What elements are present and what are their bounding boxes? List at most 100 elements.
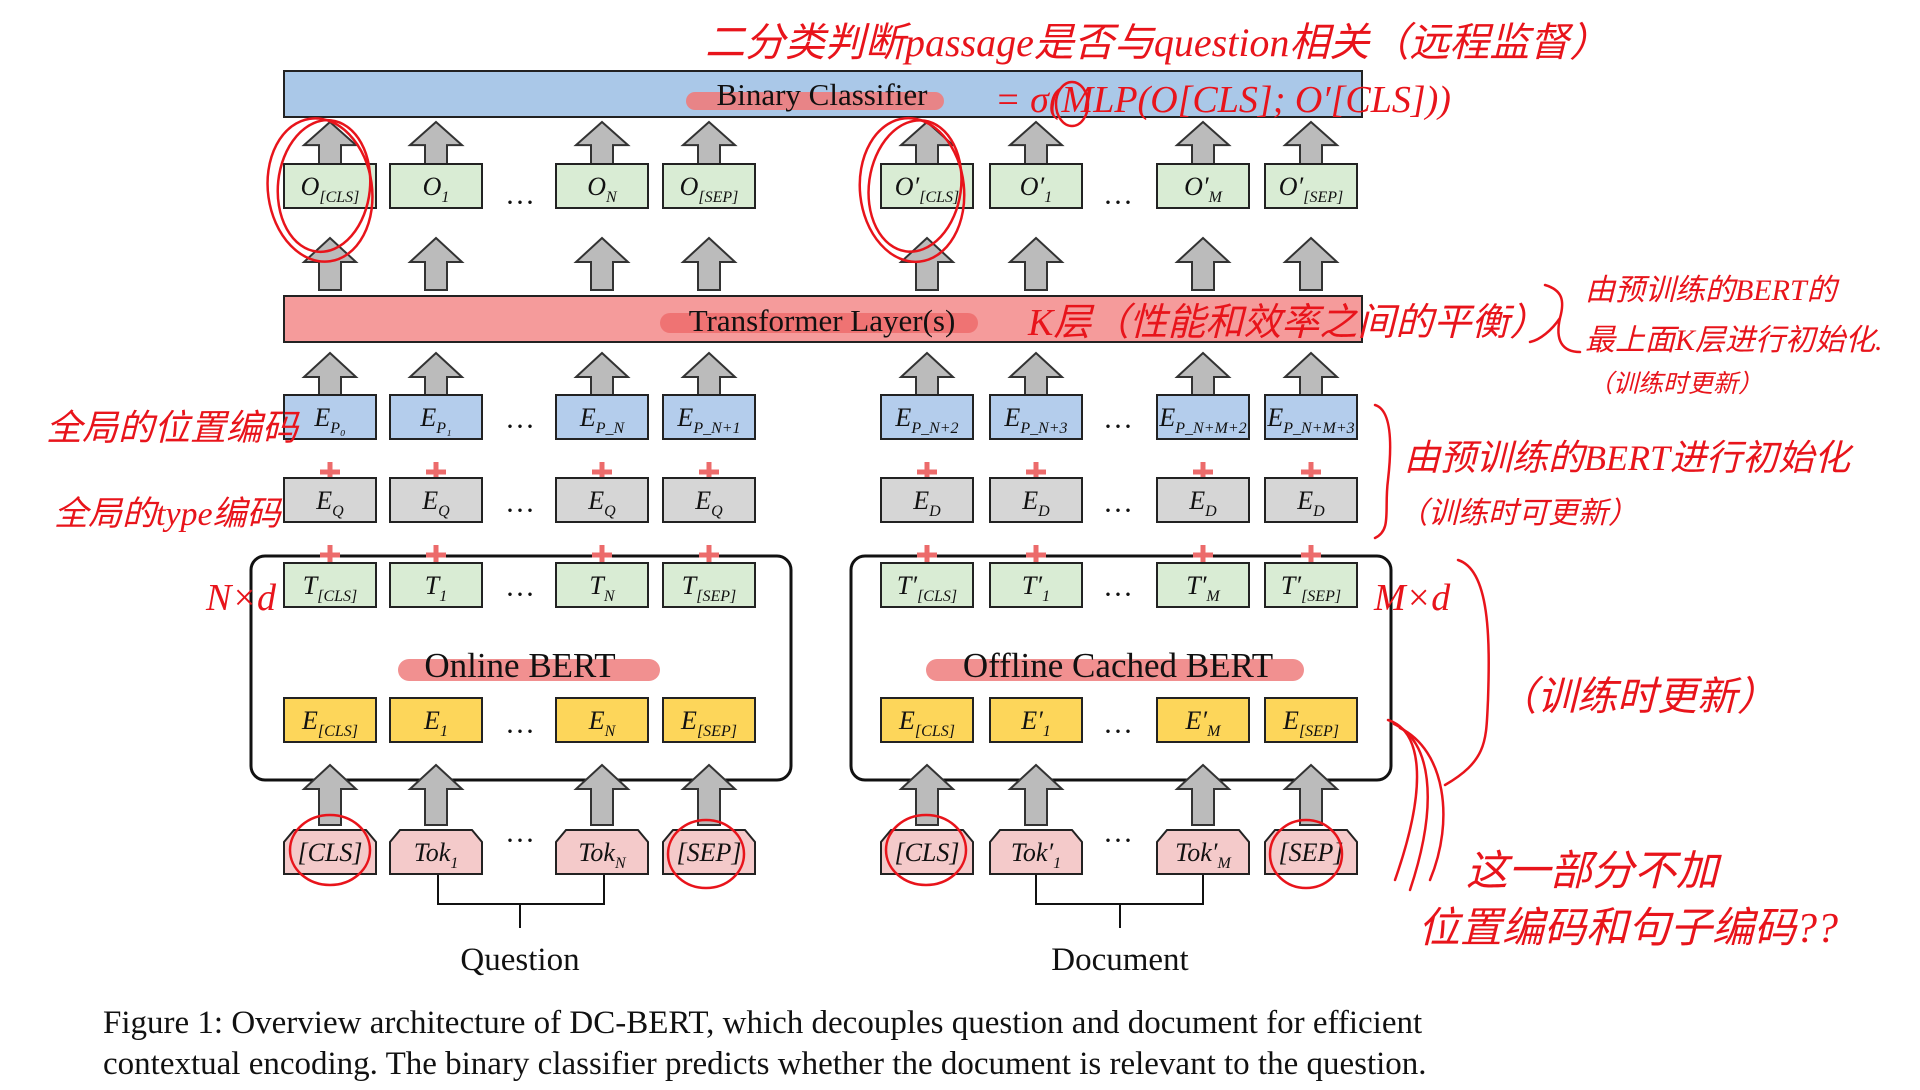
question-col-1-e-label: E[CLS]: [301, 706, 358, 740]
circle-tok-sep-d: [1268, 818, 1344, 890]
document-col-2-arrow-classifier: [1007, 120, 1065, 165]
document-col-4-type-box: [1264, 477, 1358, 523]
document-col-3-e-label: E′M: [1185, 706, 1223, 740]
annotation-transformer-init-1: 由预训练的BERT的: [1585, 274, 1840, 307]
document-col-2-type-label: ED: [1021, 486, 1050, 520]
question-col-4-token-label: [SEP]: [677, 838, 742, 867]
question-col-4-e-label: E[SEP]: [680, 706, 737, 740]
question-col-2-arrow-token: [407, 763, 465, 826]
question-col-4-pos-box: [662, 394, 756, 440]
document-col-1-pos-box: [880, 394, 974, 440]
document-col-1-arrow-embed: [898, 351, 956, 399]
document-col-2-token-box: [989, 829, 1083, 875]
document-label: Document: [1051, 942, 1188, 978]
document-col-2-t-label: T′1: [1022, 571, 1050, 605]
document-col-4-o-label: O′[SEP]: [1279, 172, 1343, 206]
caption-line-1: Figure 1: Overview architecture of DC-BE…: [103, 1005, 1423, 1041]
question-col-4-arrow-transformer: [680, 236, 738, 291]
scribble-arrow-3: [1398, 726, 1445, 882]
document-col-3-pos-label: EP_N+M+2: [1158, 403, 1246, 437]
document-col-1-type-label: ED: [912, 486, 941, 520]
question-col-2-arrow-classifier: [407, 120, 465, 165]
ellipsis-e-q: ···: [505, 715, 535, 748]
circle-tok-cls-d: [884, 813, 968, 887]
question-col-4-o-label: O[SEP]: [680, 172, 739, 206]
document-col-2-e-label: E′1: [1020, 706, 1051, 740]
annotation-embed-init-1: 由预训练的BERT进行初始化: [1404, 438, 1854, 478]
annotation-embed-init-2: （训练时可更新）: [1398, 497, 1638, 530]
ellipsis-t-q: ···: [505, 578, 535, 611]
brace-embeddings: [1373, 403, 1392, 540]
question-col-2-pos-label: EP₁: [419, 403, 451, 437]
circle-o-cls-q-2: [276, 118, 372, 254]
document-col-1-token-box: [880, 829, 974, 875]
document-col-4-arrow-classifier: [1282, 120, 1340, 165]
ellipsis-e-d: ···: [1103, 715, 1133, 748]
document-col-1-type-box: [880, 477, 974, 523]
question-col-4-e-box: [662, 697, 756, 743]
document-col-1-e-label: E[CLS]: [898, 706, 955, 740]
ellipsis-tok-q: ···: [505, 824, 535, 857]
question-col-1-t-label: T[CLS]: [303, 571, 358, 605]
question-col-3-e-label: EN: [588, 706, 617, 740]
document-col-2-pos-box: [989, 394, 1083, 440]
online-bert-label: Online BERT: [424, 646, 615, 685]
document-col-3-arrow-token: [1174, 763, 1232, 826]
brace-transformer: [1528, 283, 1582, 354]
document-col-4-o-box: [1264, 163, 1358, 209]
question-label: Question: [460, 942, 579, 978]
question-col-3-pos-box: [555, 394, 649, 440]
question-bracket: [437, 867, 605, 928]
document-col-3-t-label: T′M: [1186, 571, 1221, 605]
question-col-4-arrow-token: [680, 763, 738, 826]
ellipsis-type-d: ···: [1103, 494, 1133, 527]
document-col-4-token-label: [SEP]: [1279, 838, 1344, 867]
circle-o-cls-d: [858, 116, 966, 264]
document-col-2-plus-type-token: [1026, 545, 1046, 565]
document-col-3-type-box: [1156, 477, 1250, 523]
document-col-1-plus-type-token: [917, 545, 937, 565]
document-col-3-arrow-embed: [1174, 351, 1232, 399]
annotation-nxd: N×d: [205, 577, 277, 619]
question-col-2-arrow-embed: [407, 351, 465, 399]
document-col-4-arrow-embed: [1282, 351, 1340, 399]
question-col-3-o-label: ON: [587, 172, 618, 206]
classifier-highlight: [686, 92, 944, 110]
document-col-4-t-label: T′[SEP]: [1281, 571, 1341, 605]
document-col-2-arrow-transformer: [1007, 236, 1065, 291]
annotation-top-note: 二分类判断passage是否与question相关（远程监督）: [705, 20, 1609, 65]
document-col-1-e-box: [880, 697, 974, 743]
transformer-highlight: [660, 313, 978, 333]
offline-bert-label: Offline Cached BERT: [963, 646, 1273, 685]
question-col-1-e-box: [283, 697, 377, 743]
annotation-classifier-formula: = σ(MLP(O[CLS]; O′[CLS])): [995, 79, 1451, 121]
document-col-4-e-label: E[SEP]: [1282, 706, 1339, 740]
document-col-4-e-box: [1264, 697, 1358, 743]
question-col-1-t-box: [283, 562, 377, 608]
annotation-transformer-init-2: 最上面K层进行初始化.: [1585, 324, 1883, 357]
question-col-4-token-box: [662, 829, 756, 875]
online-bert-frame: [249, 554, 793, 782]
document-col-3-arrow-transformer: [1174, 236, 1232, 291]
question-col-3-arrow-transformer: [573, 236, 631, 291]
question-col-4-t-label: T[SEP]: [682, 571, 736, 605]
question-col-2-o-label: O1: [423, 172, 450, 206]
document-col-3-type-label: ED: [1188, 486, 1217, 520]
question-col-1-type-label: EQ: [315, 486, 344, 520]
document-col-3-o-box: [1156, 163, 1250, 209]
question-col-1-o-label: O[CLS]: [301, 172, 360, 206]
question-col-1-plus-type-token: [320, 545, 340, 565]
circle-o-cls-d-2: [867, 119, 963, 253]
question-col-3-t-label: TN: [589, 571, 615, 605]
handwritten-marks: [266, 80, 1582, 892]
question-col-2-pos-box: [389, 394, 483, 440]
question-col-3-pos-label: EP_N: [579, 403, 626, 437]
question-col-3-type-box: [555, 477, 649, 523]
question-col-1-type-box: [283, 477, 377, 523]
question-col-4-o-box: [662, 163, 756, 209]
document-col-1-o-label: O′[CLS]: [895, 172, 960, 206]
document-col-3-arrow-classifier: [1174, 120, 1232, 165]
document-col-2-e-box: [989, 697, 1083, 743]
document-col-4-arrow-transformer: [1282, 236, 1340, 291]
